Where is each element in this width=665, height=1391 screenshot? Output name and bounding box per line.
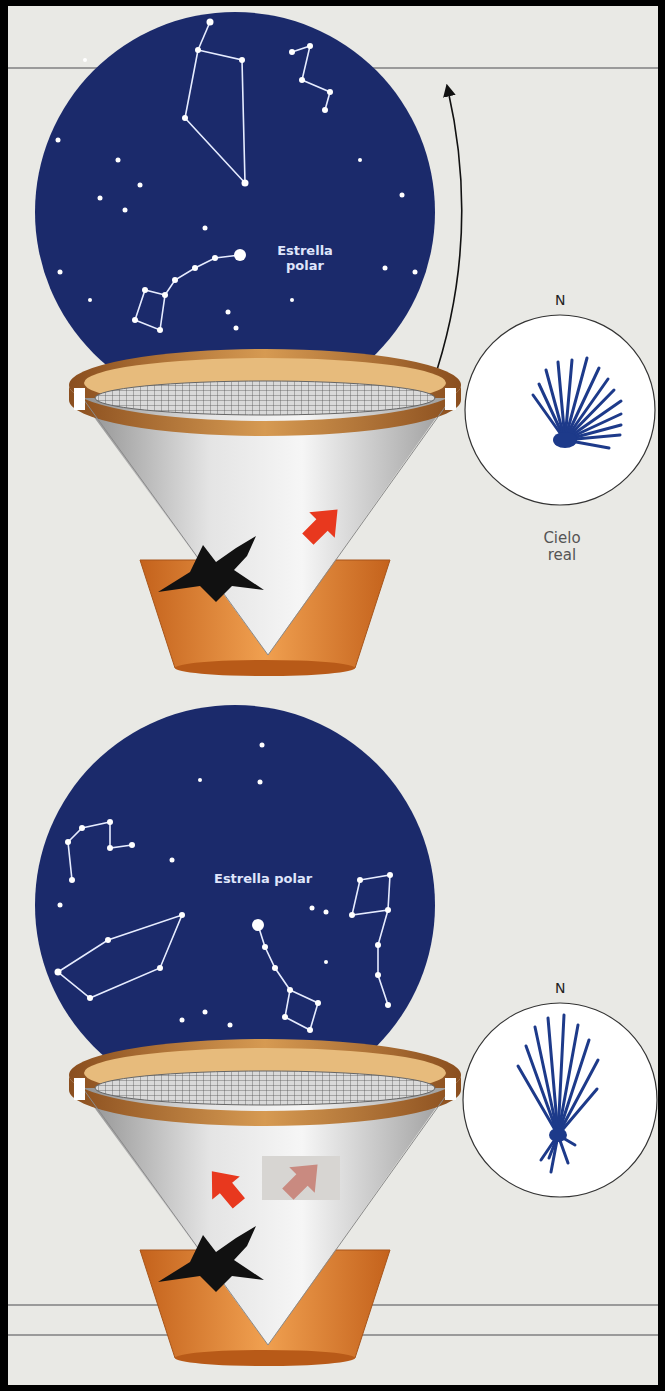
background xyxy=(8,6,658,1385)
panel-caption: Cielo real xyxy=(536,530,588,565)
orientation-plot xyxy=(463,1003,657,1197)
heading-arrow xyxy=(295,497,350,552)
north-mark: N xyxy=(555,980,565,996)
emlen-funnel xyxy=(69,349,461,676)
original-heading-arrow xyxy=(275,1152,330,1207)
heading-arrow xyxy=(198,1160,253,1215)
rotation-arrow xyxy=(432,90,462,385)
star-label: Estrella polar xyxy=(272,244,338,274)
star-label: Estrella polar xyxy=(214,872,312,887)
orientation-plot xyxy=(465,315,655,505)
north-mark: N xyxy=(555,292,565,308)
emlen-funnel xyxy=(69,1039,461,1366)
